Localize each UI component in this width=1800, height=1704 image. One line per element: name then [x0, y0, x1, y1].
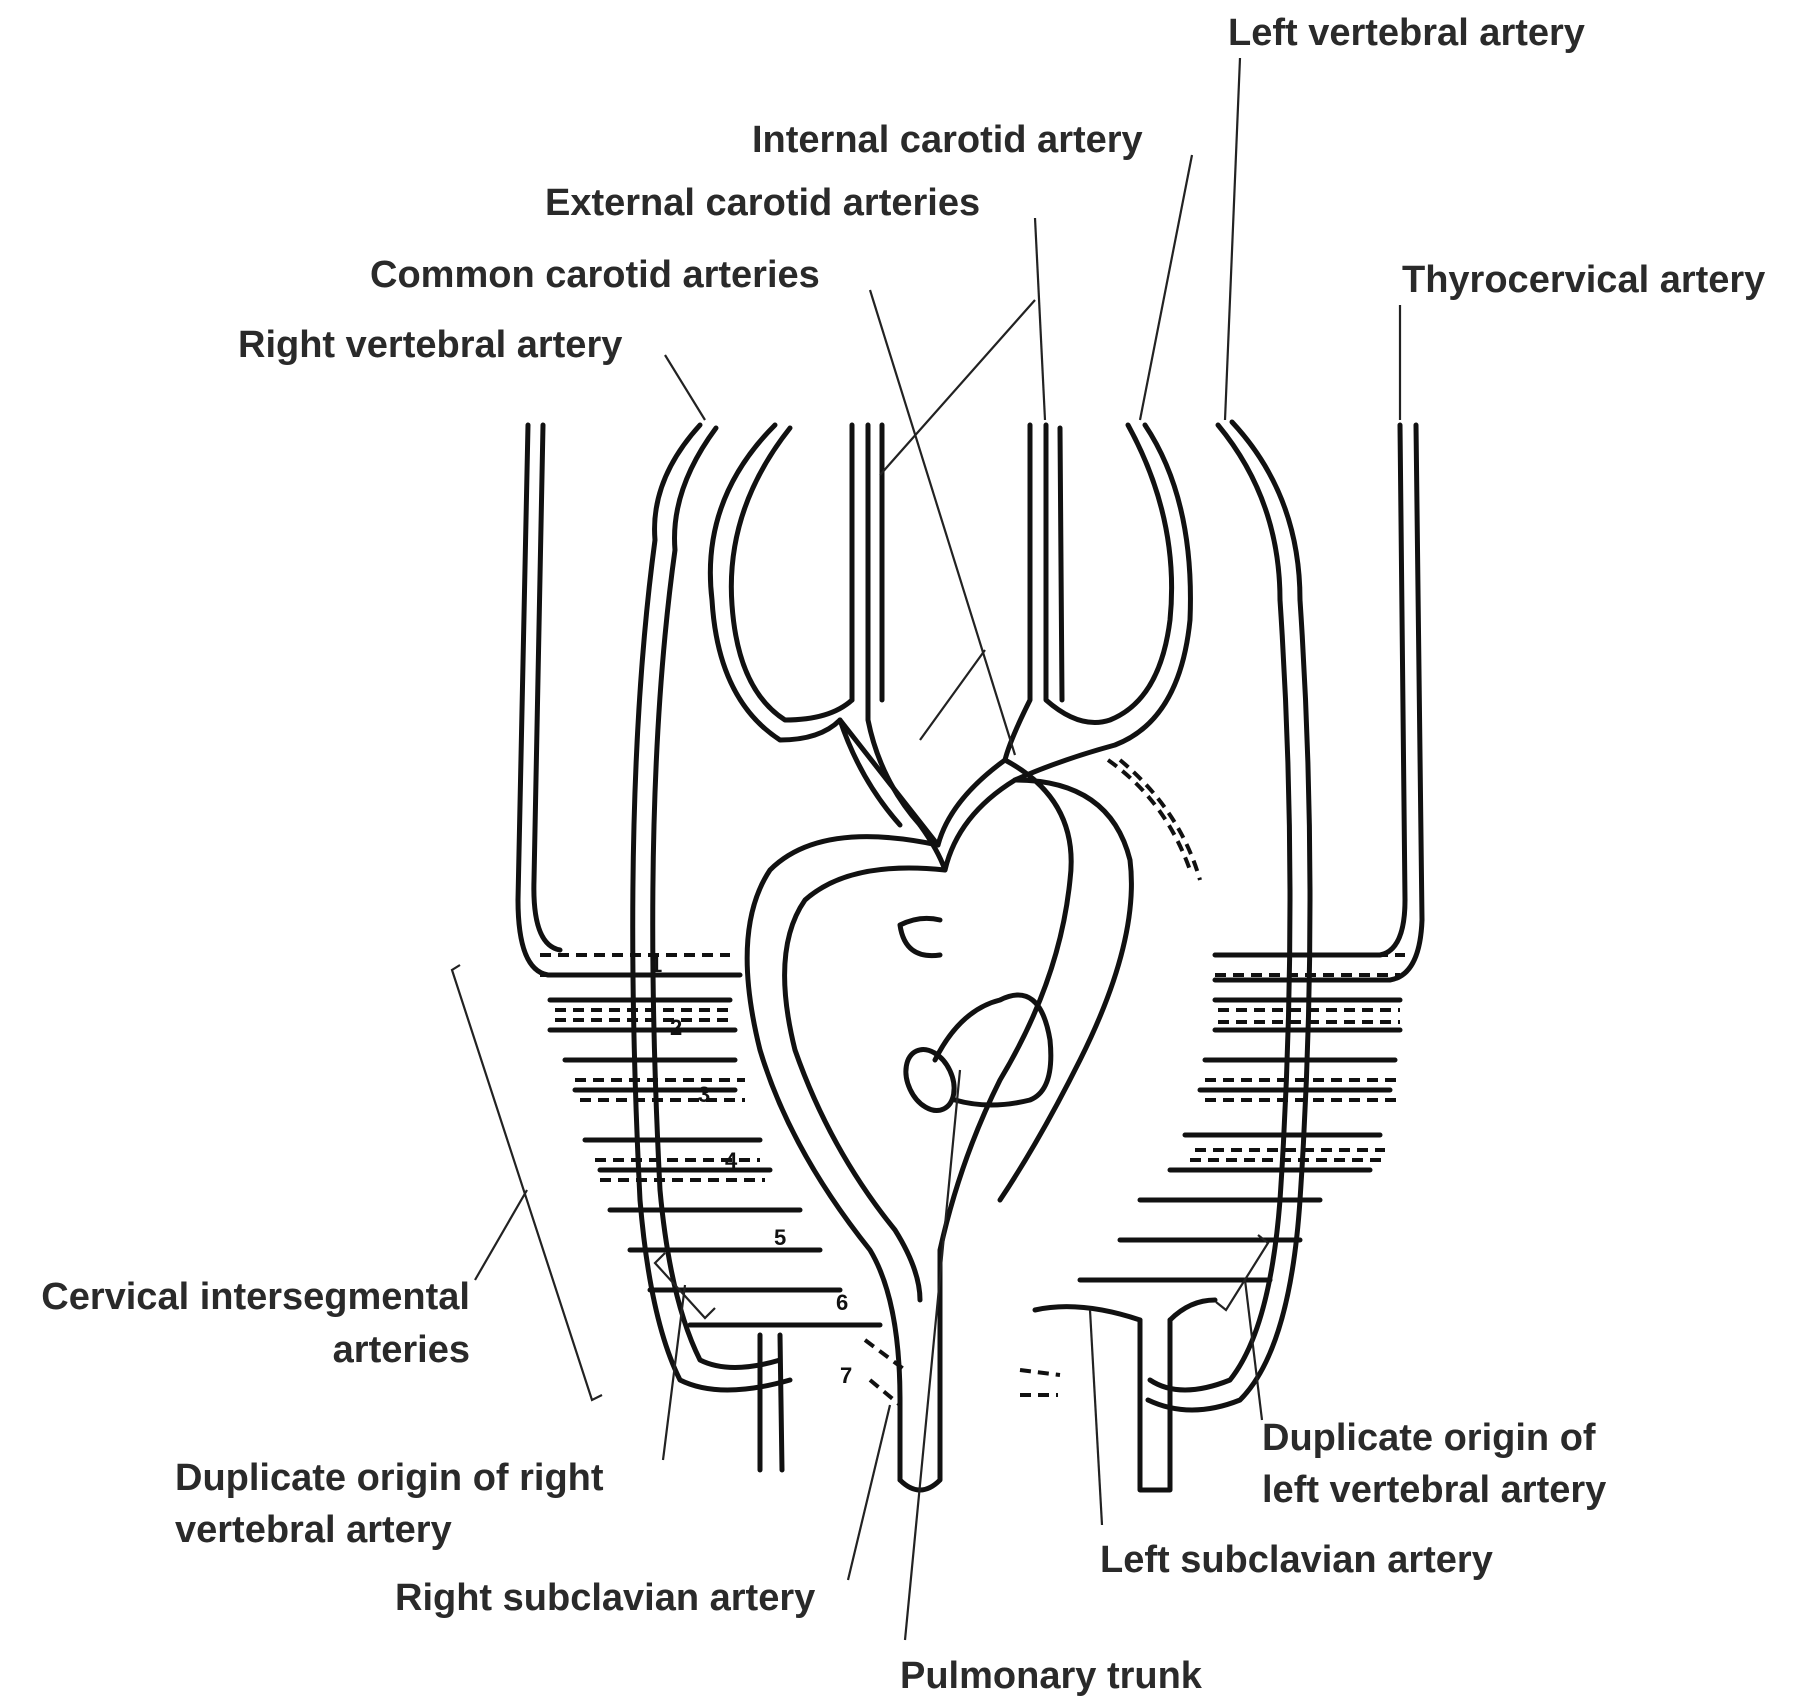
label-thyrocervical-artery: Thyrocervical artery: [1402, 259, 1765, 301]
label-duplicate-origin-right: Duplicate origin of right: [175, 1457, 604, 1499]
left-subclavian-vessel: [1137, 1317, 1173, 1493]
segment-number: 1: [650, 952, 662, 977]
label-left-subclavian-artery: Left subclavian artery: [1100, 1539, 1493, 1581]
label-cervical-intersegmental: Cervical intersegmental: [41, 1276, 470, 1318]
label-cervical-intersegmental-arteries: arteries: [333, 1329, 470, 1371]
leader-right-vertebral: [664, 354, 706, 421]
segment-number: 4: [725, 1148, 738, 1173]
leader-duplicate-left: [1243, 1279, 1264, 1421]
leader-common-carotid: [868, 289, 1017, 756]
leader-right-subclavian: [846, 1404, 892, 1581]
leader-external-carotid: [1033, 217, 1047, 421]
segment-number: 7: [840, 1363, 852, 1388]
leader-lines: [450, 57, 1402, 1641]
label-duplicate-origin-left-vertebral: left vertebral artery: [1262, 1469, 1606, 1511]
segment-number: 3: [698, 1082, 710, 1107]
right-dorsal-aorta: [515, 422, 743, 978]
label-pulmonary-trunk: Pulmonary trunk: [900, 1655, 1203, 1697]
leader-cervical-intersegmental: [474, 1189, 528, 1281]
aortic-arch: [744, 834, 941, 1483]
leader-left-vertebral: [1223, 57, 1242, 421]
label-duplicate-origin-right-vertebral: vertebral artery: [175, 1509, 452, 1551]
label-right-subclavian-artery: Right subclavian artery: [395, 1577, 815, 1619]
left-carotid-branch: [1002, 422, 1033, 763]
leader-pulmonary-trunk: [903, 1069, 962, 1641]
segment-number: 6: [836, 1290, 848, 1315]
right-duplicate-bracket: [653, 1252, 716, 1320]
label-duplicate-origin-left: Duplicate origin of: [1262, 1417, 1596, 1459]
label-right-vertebral-artery: Right vertebral artery: [238, 324, 622, 366]
regressed-segments: [540, 758, 1405, 1407]
vessel-drawing: [515, 419, 1425, 1493]
label-internal-carotid-artery: Internal carotid artery: [752, 119, 1143, 161]
pulmonary-trunk-vessel: [932, 992, 1054, 1108]
labels: Left vertebral artery Internal carotid a…: [41, 12, 1765, 1697]
leader-internal-carotid: [1138, 154, 1194, 421]
bracket-cervical-intersegmental: [450, 964, 603, 1402]
left-vertebral-artery-vessel: [1147, 422, 1293, 1393]
label-left-vertebral-artery: Left vertebral artery: [1228, 12, 1585, 54]
leader-external-carotid-diag: [879, 299, 1036, 741]
right-carotid-branch: [707, 422, 903, 828]
label-external-carotid-arteries: External carotid arteries: [545, 182, 980, 224]
segment-number: 2: [670, 1015, 682, 1040]
label-common-carotid-arteries: Common carotid arteries: [370, 254, 820, 296]
segment-numbers: 1 2 3 4 5 6 7: [650, 952, 852, 1388]
right-vertebral-artery-vessel: [630, 422, 793, 1393]
leader-duplicate-right: [661, 1284, 687, 1461]
segment-number: 5: [774, 1225, 786, 1250]
leader-left-subclavian: [1088, 1309, 1104, 1526]
left-duplicate-bracket: [1215, 1234, 1270, 1312]
